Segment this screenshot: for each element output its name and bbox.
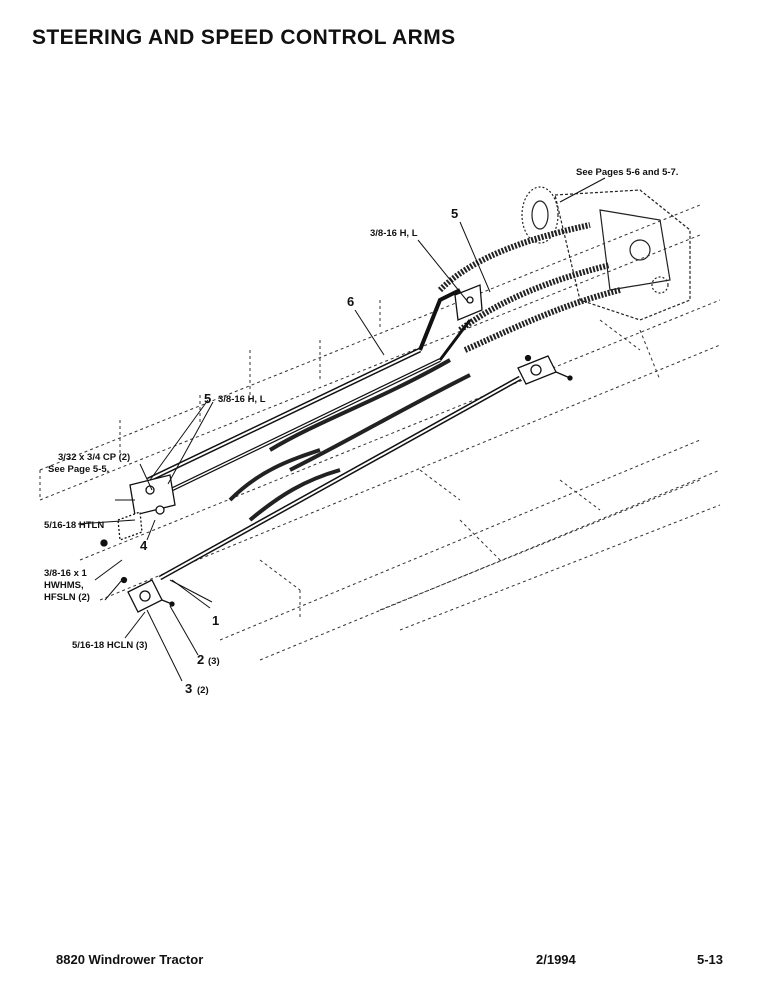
page-title: STEERING AND SPEED CONTROL ARMS	[32, 26, 456, 49]
callout-hwhms-line-1: 3/8-16 x 1	[44, 568, 87, 579]
callout-item-3: 3	[185, 681, 192, 696]
u-joint-rear	[517, 354, 573, 385]
footer-date: 2/1994	[536, 952, 576, 967]
callout-item-1: 1	[212, 613, 219, 628]
see-pages-note: See Pages 5-6 and 5-7.	[576, 167, 678, 178]
callout-item-5-top: 5	[451, 206, 458, 221]
frame-dashed-lines	[39, 204, 721, 661]
callout-item-2-qty: (3)	[208, 656, 220, 667]
footer-page-number: 5-13	[697, 952, 724, 967]
callout-hwhms-line-2: HWHMS,	[44, 580, 84, 591]
callout-item-5-mid: 5	[204, 391, 211, 406]
pump-assembly	[521, 186, 691, 321]
callout-hwhms-line-3: HFSLN (2)	[44, 592, 90, 603]
control-arm-bracket	[100, 474, 176, 547]
callout-cp: 3/32 x 3/4 CP (2)	[58, 452, 130, 463]
u-joint-front	[120, 576, 175, 613]
callout-item-6: 6	[347, 294, 354, 309]
hydraulic-hoses	[228, 222, 621, 522]
control-rods	[146, 288, 522, 581]
callout-htln: 5/16-18 HTLN	[44, 520, 104, 531]
callout-hl-top: 3/8-16 H, L	[370, 228, 418, 239]
callout-hl-mid: 3/8-16 H, L	[218, 394, 266, 405]
callout-item-3-qty: (2)	[197, 685, 209, 696]
callout-item-4: 4	[140, 538, 148, 553]
leader-lines	[77, 177, 606, 682]
callout-hcln: 5/16-18 HCLN (3)	[72, 640, 148, 651]
callout-see-page: See Page 5-5.	[48, 464, 109, 475]
callout-item-2: 2	[197, 652, 204, 667]
footer-model: 8820 Windrower Tractor	[56, 952, 204, 967]
